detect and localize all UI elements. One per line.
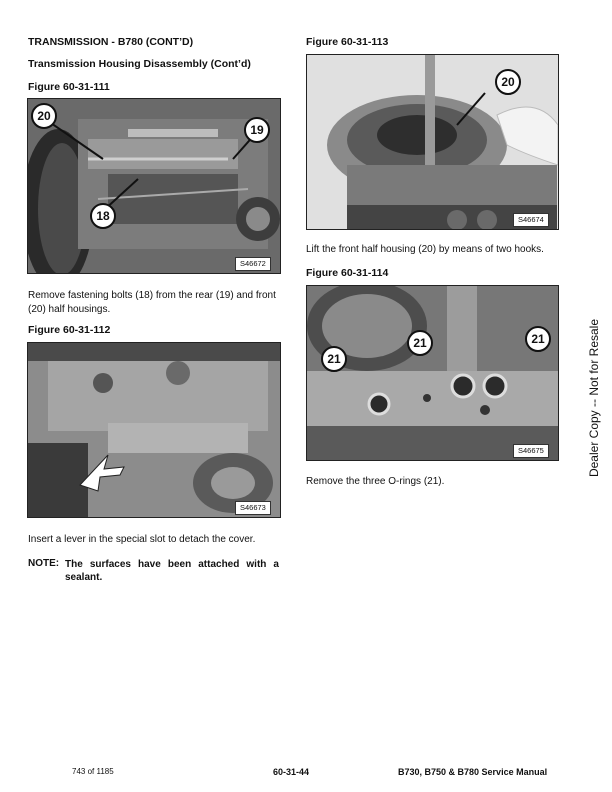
figure-code: S46672 bbox=[235, 257, 271, 271]
paragraph-remove-bolts: Remove fastening bolts (18) from the rea… bbox=[28, 290, 276, 315]
figure-60-31-114-title: Figure 60-31-114 bbox=[306, 267, 389, 279]
figure-60-31-114-photo: 21 21 21 S46675 bbox=[306, 285, 559, 461]
footer-page-count: 743 of 1185 bbox=[72, 767, 114, 776]
figure-60-31-113-photo: 20 S46674 bbox=[306, 54, 559, 230]
callout-21: 21 bbox=[321, 346, 347, 372]
note-text: The surfaces have been attached with a s… bbox=[65, 559, 279, 583]
section-title: TRANSMISSION - B780 (CONT’D) bbox=[28, 36, 194, 48]
dealer-copy-watermark: Dealer Copy -- Not for Resale bbox=[587, 318, 601, 478]
note-label: NOTE: bbox=[28, 558, 60, 569]
figure-code: S46674 bbox=[513, 213, 549, 227]
figure-code: S46673 bbox=[235, 501, 271, 515]
subsection-title: Transmission Housing Disassembly (Cont’d… bbox=[28, 58, 251, 70]
callout-20: 20 bbox=[31, 103, 57, 129]
figure-60-31-112-photo: S46673 bbox=[27, 342, 281, 518]
figure-60-31-113-title: Figure 60-31-113 bbox=[306, 36, 389, 48]
paragraph-lift-housing: Lift the front half housing (20) by mean… bbox=[306, 244, 544, 255]
footer-page-number: 60-31-44 bbox=[273, 767, 310, 777]
callout-21: 21 bbox=[407, 330, 433, 356]
figure-60-31-112-title: Figure 60-31-112 bbox=[28, 324, 111, 336]
footer-manual-title: B730, B750 & B780 Service Manual bbox=[398, 767, 548, 777]
callout-21: 21 bbox=[525, 326, 551, 352]
paragraph-remove-orings: Remove the three O-rings (21). bbox=[306, 476, 445, 487]
figure-code: S46675 bbox=[513, 444, 549, 458]
callout-19: 19 bbox=[244, 117, 270, 143]
callout-20: 20 bbox=[495, 69, 521, 95]
paragraph-insert-lever: Insert a lever in the special slot to de… bbox=[28, 534, 256, 545]
callout-18: 18 bbox=[90, 203, 116, 229]
figure-60-31-111-photo: 20 19 18 S46672 bbox=[27, 98, 281, 274]
figure-60-31-111-title: Figure 60-31-111 bbox=[28, 81, 110, 93]
